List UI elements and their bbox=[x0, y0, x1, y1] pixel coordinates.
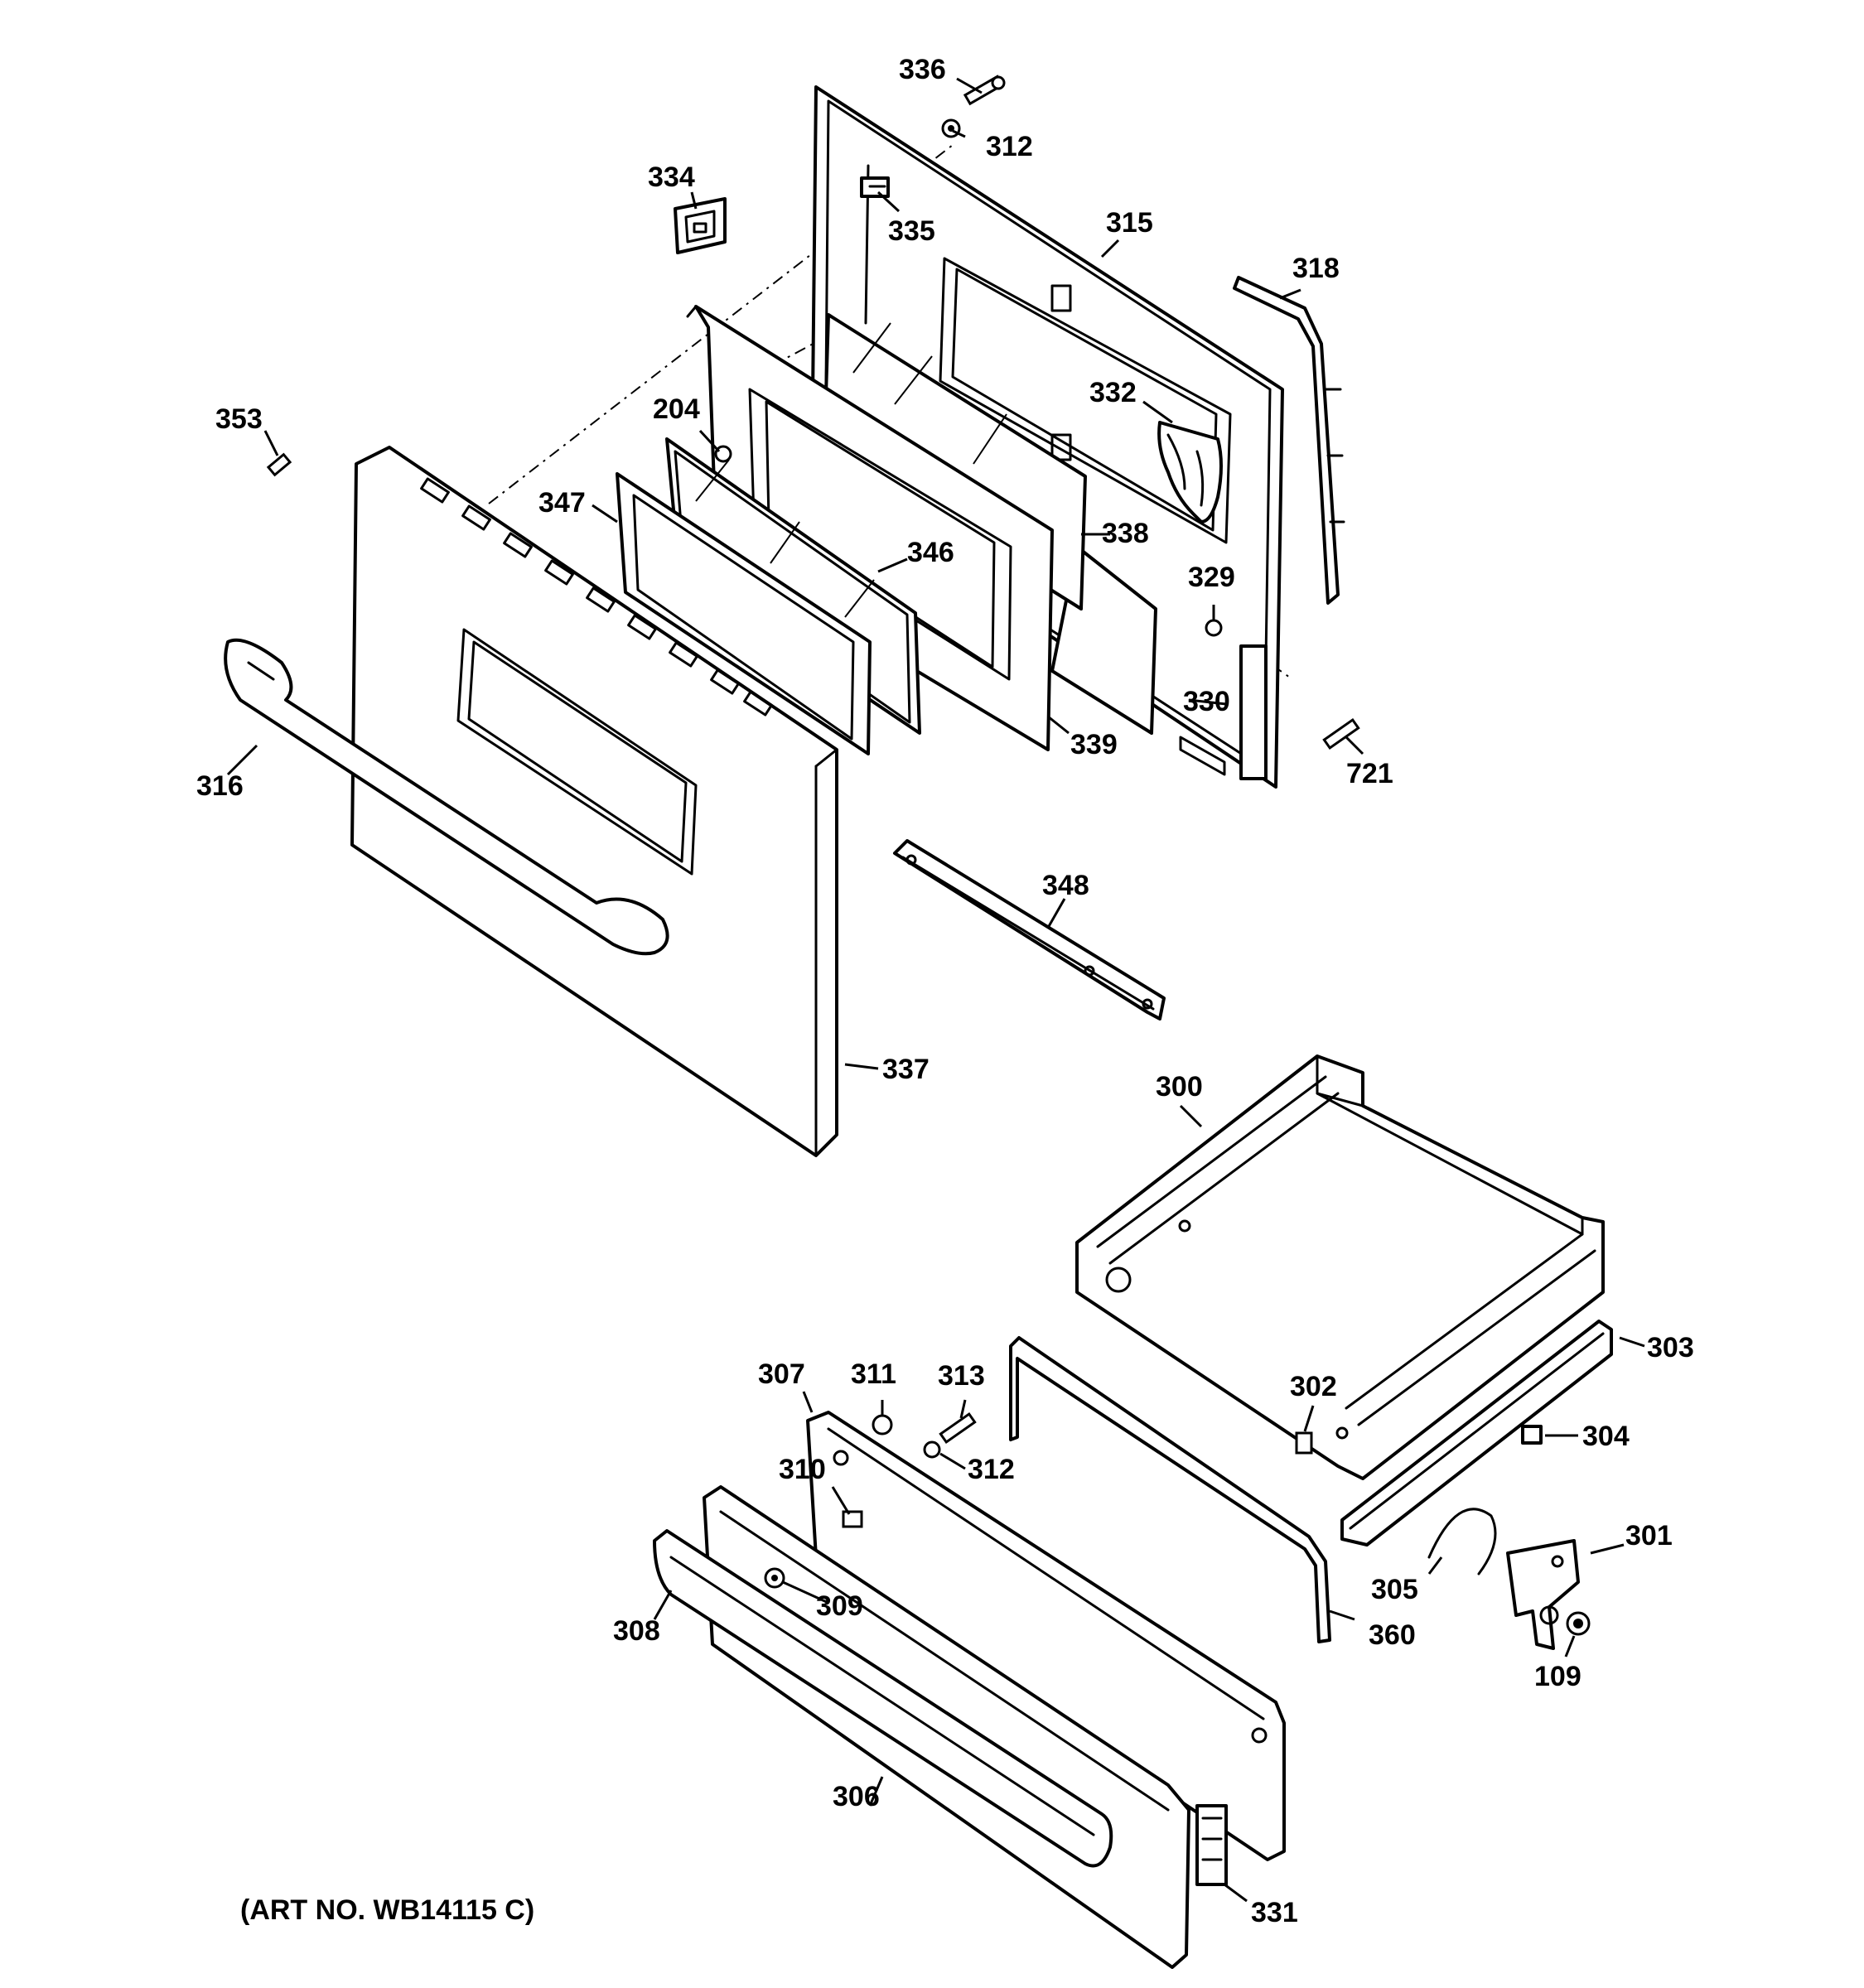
label-308: 308 bbox=[613, 1615, 660, 1647]
label-353: 353 bbox=[215, 403, 263, 435]
leader-lines bbox=[226, 77, 1645, 1903]
label-312-lower: 312 bbox=[968, 1454, 1015, 1485]
bracket-301 bbox=[1506, 1539, 1580, 1650]
insulation-332 bbox=[1157, 421, 1223, 524]
label-318: 318 bbox=[1292, 253, 1340, 284]
label-307: 307 bbox=[758, 1358, 805, 1390]
label-311: 311 bbox=[851, 1358, 896, 1390]
bracket-331 bbox=[1195, 1804, 1228, 1886]
label-315: 315 bbox=[1106, 207, 1153, 239]
block-304 bbox=[1521, 1425, 1543, 1445]
label-338: 338 bbox=[1102, 518, 1149, 549]
side-trim-318 bbox=[1233, 276, 1345, 605]
screw-313 bbox=[939, 1411, 977, 1445]
label-329: 329 bbox=[1188, 562, 1235, 593]
part-labels: 336 312 334 335 315 318 353 204 332 347 … bbox=[196, 54, 1694, 1928]
label-305: 305 bbox=[1371, 1574, 1418, 1605]
label-336: 336 bbox=[899, 54, 946, 85]
screw-721 bbox=[1322, 717, 1360, 750]
clip-334 bbox=[674, 197, 727, 254]
label-316: 316 bbox=[196, 770, 244, 802]
door-handle-316 bbox=[224, 638, 669, 956]
screw-329 bbox=[1205, 619, 1223, 637]
label-331: 331 bbox=[1251, 1897, 1298, 1928]
label-306: 306 bbox=[833, 1781, 880, 1812]
label-335: 335 bbox=[888, 215, 935, 247]
slide-rail-303 bbox=[1340, 1320, 1613, 1546]
screw-311 bbox=[872, 1414, 893, 1436]
screw-353 bbox=[266, 452, 292, 477]
drawer-handle-308 bbox=[653, 1529, 1113, 1868]
hardware bbox=[266, 75, 1360, 1589]
label-721: 721 bbox=[1346, 758, 1393, 789]
label-334: 334 bbox=[648, 162, 695, 193]
art-number: (ART NO. WB14115 C) bbox=[240, 1894, 535, 1926]
label-204: 204 bbox=[653, 393, 700, 425]
label-347: 347 bbox=[538, 487, 586, 519]
label-337: 337 bbox=[882, 1054, 930, 1085]
rail-348 bbox=[893, 839, 1166, 1021]
clip-310 bbox=[842, 1510, 863, 1528]
label-109: 109 bbox=[1534, 1661, 1582, 1692]
screw-309 bbox=[764, 1567, 785, 1589]
label-300: 300 bbox=[1156, 1071, 1203, 1103]
washer-312-lower bbox=[923, 1440, 941, 1459]
trim-360 bbox=[1009, 1336, 1331, 1643]
nut-109 bbox=[1566, 1611, 1591, 1636]
drawer-body-300 bbox=[1075, 1054, 1605, 1480]
label-346: 346 bbox=[907, 537, 954, 568]
label-309: 309 bbox=[816, 1590, 863, 1622]
screw-336 bbox=[963, 75, 1006, 106]
label-313: 313 bbox=[938, 1360, 985, 1392]
glass-frame-347 bbox=[616, 472, 872, 755]
label-310: 310 bbox=[779, 1454, 826, 1485]
inner-door-panel bbox=[810, 85, 1284, 789]
label-330: 330 bbox=[1183, 686, 1230, 717]
pin-302 bbox=[1295, 1431, 1313, 1455]
label-302: 302 bbox=[1290, 1371, 1337, 1402]
label-360: 360 bbox=[1369, 1619, 1416, 1651]
washer-312-top bbox=[941, 118, 961, 138]
label-304: 304 bbox=[1582, 1421, 1630, 1452]
label-332: 332 bbox=[1089, 377, 1137, 408]
label-348: 348 bbox=[1042, 870, 1089, 901]
outer-door-panel-337 bbox=[350, 446, 838, 1157]
label-312-top: 312 bbox=[986, 131, 1033, 162]
label-301: 301 bbox=[1625, 1520, 1673, 1551]
label-339: 339 bbox=[1070, 729, 1118, 760]
label-303: 303 bbox=[1647, 1332, 1694, 1363]
bracket-335 bbox=[860, 176, 890, 198]
wire-305 bbox=[1427, 1508, 1497, 1575]
